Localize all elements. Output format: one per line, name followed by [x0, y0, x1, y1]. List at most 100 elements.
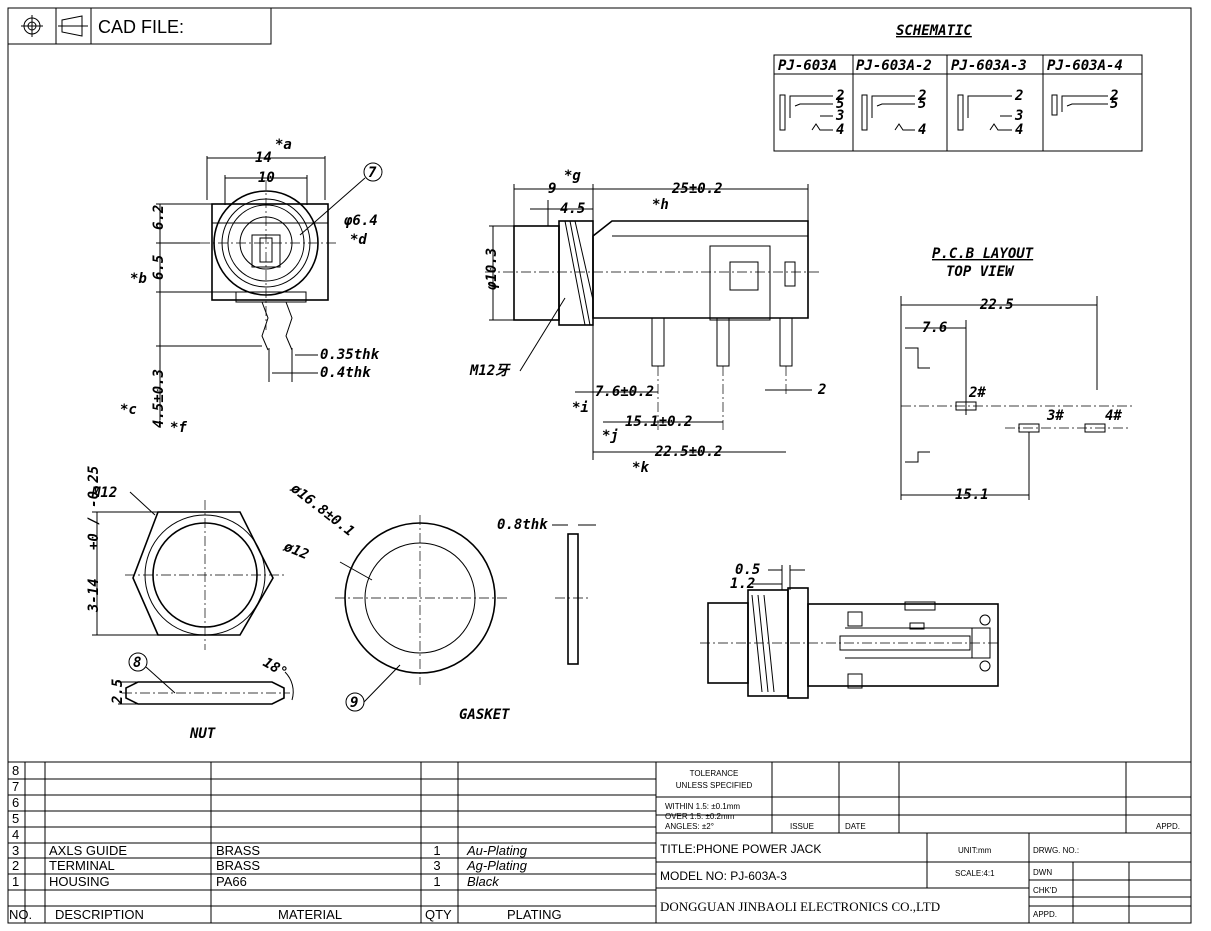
tol-over: OVER 1.5: ±0.2mm: [665, 812, 735, 821]
dim-b: *b: [130, 271, 147, 287]
dim-phi64: φ6.4: [343, 213, 378, 229]
bom-cell-plat: Ag-Plating: [466, 858, 528, 873]
bom-cell-no: 4: [12, 827, 19, 842]
cad-file-label: CAD FILE:: [98, 17, 184, 37]
dim-76: 7.6±0.2: [595, 384, 654, 400]
svg-text:4: 4: [1015, 122, 1023, 138]
schematic-cell-1: 2 5 3 4: [779, 88, 844, 138]
nut-ref-8: 8: [133, 655, 141, 671]
bom-cell-desc: HOUSING: [49, 874, 110, 889]
front-view: *a 14 10 7 φ6.4 *d 6.2 6.5 *b 0.35thk 0.…: [120, 137, 383, 436]
svg-text:2: 2: [1109, 88, 1118, 104]
bom-cell-qty: 1: [433, 843, 440, 858]
bom-cell-mat: BRASS: [216, 843, 260, 858]
dim-k: *k: [632, 460, 649, 476]
bom-cell-no: 3: [12, 843, 19, 858]
bom-cell-plat: Au-Plating: [466, 843, 528, 858]
header-box: CAD FILE:: [7, 7, 272, 45]
svg-text:4: 4: [918, 122, 926, 138]
bom-cell-plat: Black: [467, 874, 500, 889]
dim-d103: φ10.3: [484, 248, 500, 291]
dim-25: 25±0.2: [671, 181, 723, 197]
nut-m12: M12: [91, 485, 117, 501]
bom-cell-no: 8: [12, 763, 19, 778]
gasket-ref-9: 9: [350, 695, 358, 711]
bottom-dim-12: 1.2: [730, 576, 755, 592]
svg-text:5: 5: [836, 96, 844, 112]
schematic-cell-2: 2 5 4: [861, 88, 926, 138]
appd-label: APPD.: [1156, 822, 1180, 831]
dim-225: 22.5±0.2: [654, 444, 722, 460]
dim-65: 6.5: [151, 255, 167, 280]
schematic-title: SCHEMATIC: [896, 23, 972, 39]
unit-label: UNIT:mm: [958, 846, 992, 855]
dim-c: *c: [120, 402, 137, 418]
svg-text:5: 5: [1110, 96, 1118, 112]
schematic-cell-3: 2 3 4: [957, 88, 1023, 138]
gasket-view: ø16.8±0.1 ø12 9 0.8thk GASKET: [281, 480, 596, 723]
schematic-model-3: PJ-603A-3: [951, 58, 1027, 74]
tol-within: WITHIN 1.5: ±0.1mm: [665, 802, 740, 811]
ref-7: 7: [368, 165, 377, 181]
schematic-model-1: PJ-603A: [778, 58, 837, 74]
model-text: MODEL NO: PJ-603A-3: [660, 869, 787, 883]
dim-62: 6.2: [151, 205, 167, 230]
company-name: DONGGUAN JINBAOLI ELECTRONICS CO.,LTD: [660, 899, 940, 914]
tol-line-1: TOLERANCE: [690, 769, 739, 778]
dim-f: *f: [170, 420, 187, 436]
bom-cell-mat: BRASS: [216, 858, 260, 873]
pcb-dim-225: 22.5: [979, 297, 1014, 313]
schematic-cell-4: 2 5: [1051, 88, 1118, 116]
bom-cell-no: 2: [12, 858, 19, 873]
pcb-pin-4: 4#: [1105, 408, 1122, 424]
bom-cell-qty: 1: [433, 874, 440, 889]
svg-text:2: 2: [917, 88, 926, 104]
svg-text:5: 5: [918, 96, 926, 112]
pcb-dim-151: 15.1: [955, 487, 989, 503]
schematic-model-2: PJ-603A-2: [856, 58, 932, 74]
side-view: *g 9 25±0.2 4.5 *h φ10.3 M12牙 7.6±0.2 *i…: [469, 168, 826, 476]
dim-04thk: 0.4thk: [320, 365, 371, 381]
schematic-section: SCHEMATIC PJ-603A PJ-603A-2 PJ-603A-3 PJ…: [773, 23, 1143, 152]
dim-10: 10: [258, 170, 275, 186]
chkd-label: CHK'D: [1033, 886, 1057, 895]
dwn-label: DWN: [1033, 868, 1052, 877]
schematic-model-4: PJ-603A-4: [1047, 58, 1123, 74]
nut-angle: 18°: [260, 655, 290, 682]
bom-header-desc: DESCRIPTION: [55, 907, 144, 922]
bom-cell-desc: TERMINAL: [49, 858, 115, 873]
date-label: DATE: [845, 822, 866, 831]
gasket-od: ø16.8±0.1: [287, 480, 357, 540]
bom-cell-no: 1: [12, 874, 19, 889]
dim-45-side: 4.5: [560, 201, 585, 217]
dim-035thk: 0.35thk: [320, 347, 380, 363]
dim-a: *a: [275, 137, 292, 153]
bom-header-mat: MATERIAL: [278, 907, 342, 922]
scale-label: SCALE:4:1: [955, 869, 995, 878]
dim-151: 15.1±0.2: [625, 414, 692, 430]
gasket-thk: 0.8thk: [497, 517, 548, 533]
pcb-pin-2: 2#: [968, 385, 986, 401]
svg-text:2: 2: [835, 88, 844, 104]
bom-header-no: NO.: [9, 907, 32, 922]
pcb-layout: P.C.B LAYOUT TOP VIEW 22.5 7.6 2# 3# 4# …: [900, 246, 1135, 503]
dim-g: *g: [564, 168, 581, 184]
dim-45: 4.5±0.3: [151, 369, 167, 428]
title-block: TOLERANCE UNLESS SPECIFIED WITHIN 1.5: ±…: [656, 762, 1191, 923]
bom-cell-mat: PA66: [216, 874, 247, 889]
nut-dim-tol: +0 / -0.25: [86, 466, 102, 550]
issue-label: ISSUE: [790, 822, 814, 831]
dim-j: *j: [602, 428, 619, 444]
dim-i: *i: [572, 400, 589, 416]
nut-dim: 3-14: [86, 578, 102, 613]
drwg-label: DRWG. NO.:: [1033, 846, 1079, 855]
nut-dim-25: 2.5: [110, 679, 126, 705]
pcb-pin-3: 3#: [1046, 408, 1064, 424]
tol-line-2: UNLESS SPECIFIED: [676, 781, 753, 790]
dim-2: 2: [817, 382, 826, 398]
pcb-subtitle: TOP VIEW: [946, 264, 1015, 280]
bottom-view: 0.5 1.2: [700, 562, 1000, 699]
bom-header-plat: PLATING: [507, 907, 562, 922]
dim-14: 14: [255, 150, 272, 166]
